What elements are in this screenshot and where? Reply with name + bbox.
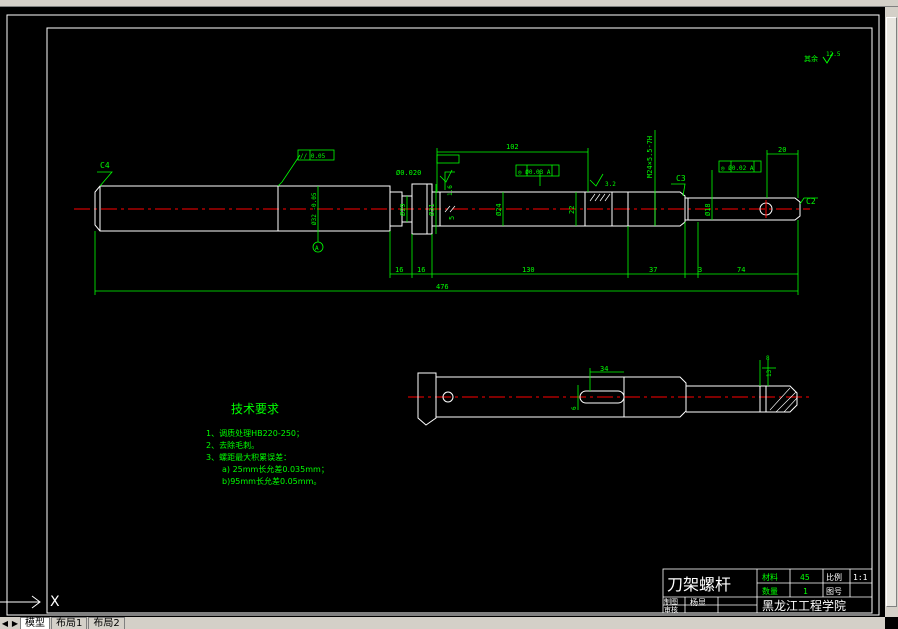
dim-bottom-4: 3 [698,266,702,274]
material-value: 45 [800,573,810,582]
datum-a: A [315,245,319,252]
part-name: 刀架螺杆 [667,575,731,594]
ucs-icon [0,595,41,609]
chamfer-right-label: C2 [806,197,816,206]
tol-mid-gd: ◎ Ø0.03 A [518,169,551,176]
main-view: C4 C3 C2 102 20 M24×5.5-7H Ø32 -0.05 Ø29… [74,130,818,295]
dim-top-right: 20 [778,146,786,154]
dim-bottom-3: 37 [649,266,657,274]
drawing-canvas[interactable]: 其余 12.5 [0,7,885,617]
thread-spec: M24×5.5-7H [646,136,654,178]
tech-req-title: 技术要求 [231,402,279,416]
dim-bottom-1: 16 [417,266,425,274]
drawer-name: 杨显 [690,597,706,607]
roughness-16: 1.6 [447,185,454,196]
tol-text: Ø0.020 [396,169,421,177]
view2-dim-2: 13 [766,369,773,377]
view2-dim-3: 6 [571,406,578,410]
sheet-outer-border [6,14,880,616]
dim-total: 476 [436,283,449,291]
diam-1: Ø29 [399,203,407,216]
checked-by-label: 审核 [664,605,678,614]
tech-requirements: 技术要求 1、调质处理HB220-250； 2、去除毛刺。 3、螺距最大积累误差… [206,402,329,486]
diam-main: Ø32 -0.05 [311,192,318,225]
school-name: 黑龙江工程学院 [762,598,846,613]
layout-tabs: ◀ ▶ 模型 布局1 布局2 [0,617,126,629]
tech-req-item: 3、螺距最大积累误差： [206,452,291,462]
diam-3: Ø24 [495,203,503,216]
chamfer-mid-label: C3 [676,174,686,183]
surface-finish-value: 12.5 [826,51,841,58]
tol-left-gd: // 0.05 [300,153,326,160]
tab-nav-right-icon[interactable]: ▶ [11,619,19,628]
title-bar-strip [0,0,898,7]
diam-2: Ø31 [428,203,436,216]
tab-layout2[interactable]: 布局2 [88,617,125,629]
roughness-32: 3.2 [605,181,616,188]
diam-4: 22 [568,206,576,214]
drawn-by-label: 制图 [664,597,678,606]
dim-bottom-2: 130 [522,266,535,274]
title-block [662,568,873,614]
roughness-symbol-icon [822,52,834,64]
tab-nav-left-icon[interactable]: ◀ [1,619,9,628]
qty-value: 1 [803,587,808,596]
ucs-x-label: X [50,594,60,610]
tech-req-item: a) 25mm长允差0.035mm； [222,464,329,474]
qty-label: 数量 [762,586,778,596]
chamfer-left-label: C4 [100,161,110,170]
view2-dim-0: 34 [600,365,608,373]
sheet-inner-border [46,27,873,614]
tech-req-item: 2、去除毛刺。 [206,440,259,450]
dim-top-span: 102 [506,143,519,151]
tab-model[interactable]: 模型 [20,617,50,629]
tech-req-item: 1、调质处理HB220-250； [206,428,304,438]
horizontal-scrollbar[interactable] [0,617,885,629]
dim-bottom-5: 74 [737,266,745,274]
dim-bottom-0: 16 [395,266,403,274]
secondary-view: 34 8 13 6 [408,355,812,426]
dim-5: 5 [448,216,456,220]
surface-finish-note: 其余 [804,54,818,63]
vertical-scrollbar[interactable] [885,7,898,617]
diam-5: Ø18 [704,203,712,216]
tech-req-item: b)95mm长允差0.05mm。 [222,476,321,486]
scrollbar-thumb[interactable] [886,17,897,607]
scale-value: 1:1 [853,573,868,582]
scale-label: 比例 [826,572,842,582]
material-label: 材料 [762,572,778,582]
tab-layout1[interactable]: 布局1 [51,617,88,629]
tol-right-gd: ◎ Ø0.02 A [721,165,754,172]
view2-dim-1: 8 [766,355,770,362]
drawing-no-label: 图号 [826,587,842,596]
